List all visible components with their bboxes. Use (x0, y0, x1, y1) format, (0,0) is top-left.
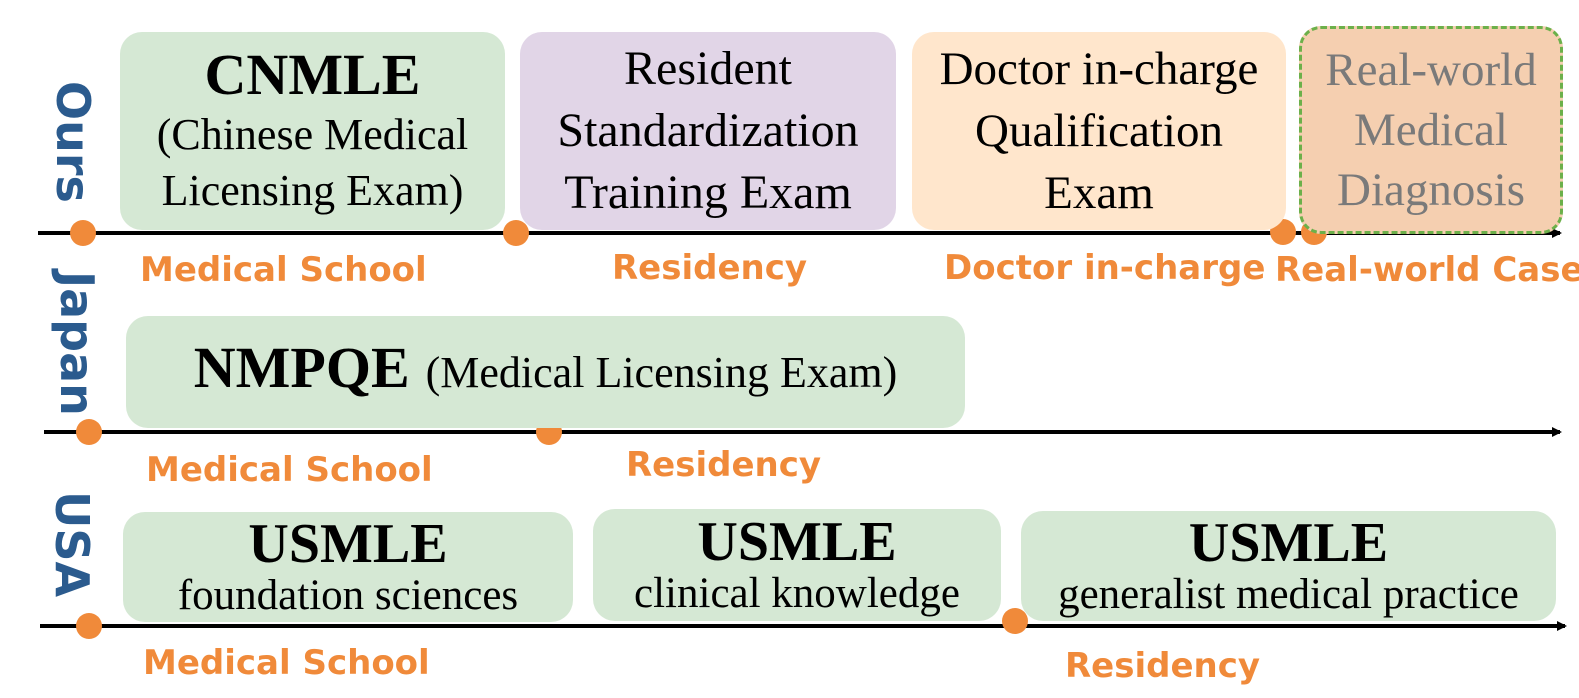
real-world-line2: Medical (1354, 104, 1508, 156)
doctor-exam-line3: Exam (1044, 167, 1154, 219)
resident-exam-line2: Standardization (557, 104, 859, 157)
ours-stage-doctor-in-charge: Doctor in-charge (944, 248, 1266, 288)
usa-stage-residency: Residency (1065, 646, 1261, 686)
ours-stage-residency: Residency (612, 248, 808, 288)
nmpqe-exam-box: NMPQE (Medical Licensing Exam) (126, 316, 965, 428)
nmpqe-subtitle: (Medical Licensing Exam) (425, 348, 898, 397)
resident-exam-line3: Training Exam (564, 166, 852, 219)
usa-residency-dot (1002, 608, 1028, 634)
usa-medical-school-dot (76, 613, 102, 639)
usmle-step3-subtitle: generalist medical practice (1058, 571, 1519, 618)
row-label-usa: USA (45, 491, 99, 598)
nmpqe-title: NMPQE (193, 335, 410, 400)
japan-stage-medical-school: Medical School (146, 450, 433, 490)
resident-exam-line1: Resident (624, 42, 792, 95)
real-world-line1: Real-world (1325, 44, 1537, 96)
cnmle-subtitle-line1: (Chinese Medical (156, 110, 469, 159)
real-world-line3: Diagnosis (1337, 164, 1525, 216)
cnmle-title: CNMLE (204, 42, 421, 107)
japan-stage-residency: Residency (626, 445, 822, 485)
ours-medical-school-dot (70, 220, 96, 246)
usmle-step1-box: USMLE foundation sciences (123, 512, 573, 622)
real-world-diagnosis-box: Real-world Medical Diagnosis (1299, 26, 1563, 234)
usa-stage-medical-school: Medical School (143, 643, 430, 683)
usmle-step1-subtitle: foundation sciences (177, 572, 519, 619)
doctor-in-charge-exam-box: Doctor in-charge Qualification Exam (912, 32, 1286, 230)
row-label-ours: Ours (46, 81, 100, 203)
cnmle-exam-box: CNMLE (Chinese Medical Licensing Exam) (120, 32, 505, 230)
usmle-step2-box: USMLE clinical knowledge (593, 509, 1001, 621)
usmle-step3-title: USMLE (1188, 512, 1389, 574)
usmle-step3-box: USMLE generalist medical practice (1021, 511, 1556, 621)
ours-stage-real-world-case: Real-world Case (1275, 250, 1579, 290)
ours-residency-dot (503, 220, 529, 246)
ours-stage-medical-school: Medical School (140, 250, 427, 290)
usmle-step2-subtitle: clinical knowledge (634, 570, 960, 617)
row-label-japan: Japan (50, 271, 104, 416)
doctor-exam-line1: Doctor in-charge (939, 43, 1259, 95)
cnmle-subtitle-line2: Licensing Exam) (161, 166, 464, 215)
resident-training-exam-box: Resident Standardization Training Exam (520, 32, 896, 230)
japan-medical-school-dot (76, 419, 102, 445)
usmle-step1-title: USMLE (248, 513, 448, 575)
usmle-step2-title: USMLE (697, 511, 897, 573)
doctor-exam-line2: Qualification (975, 105, 1223, 157)
